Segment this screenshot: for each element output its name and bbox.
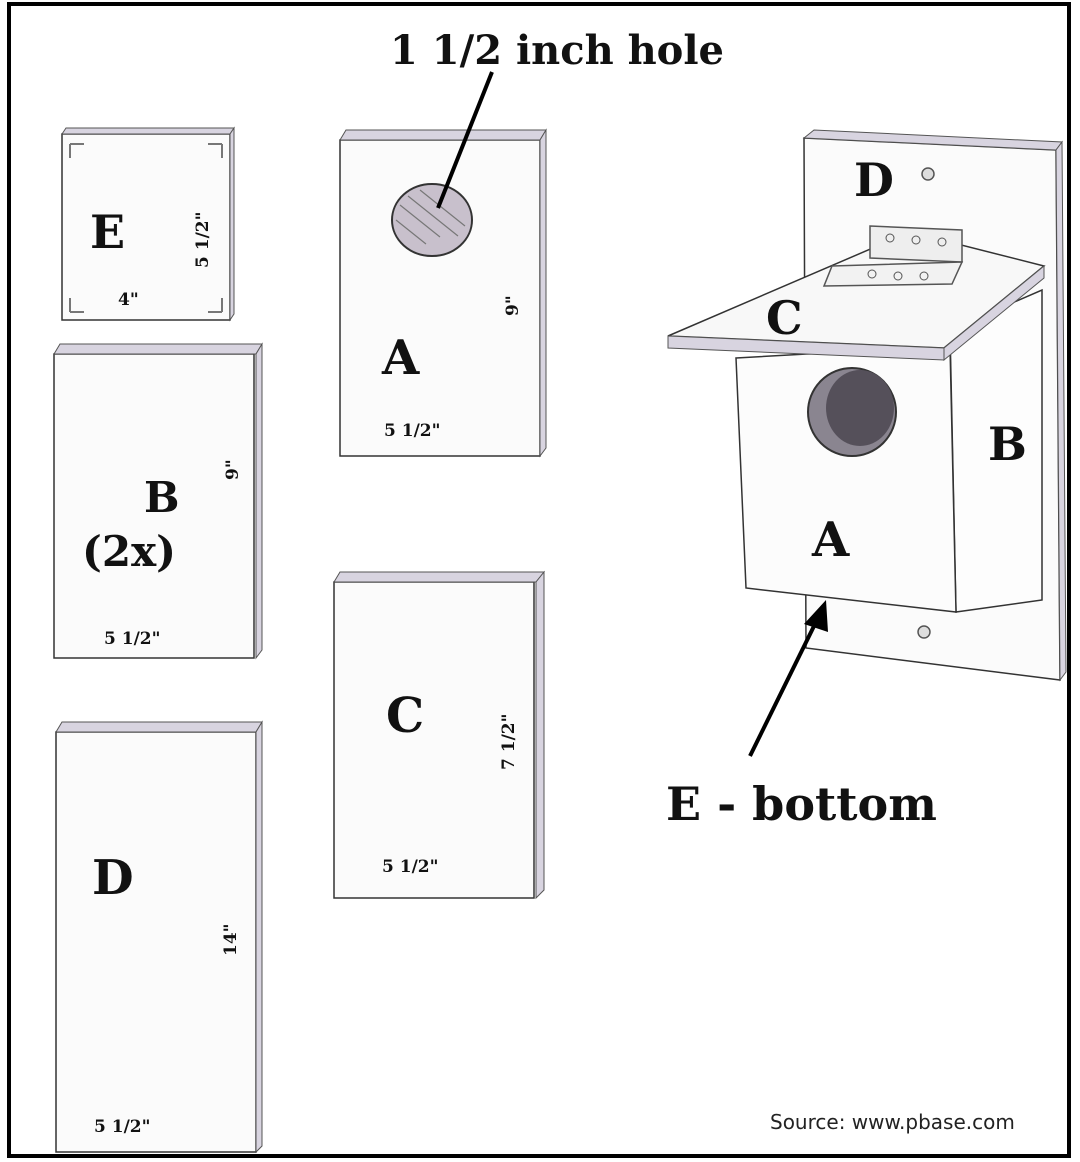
piece-a-letter: A: [381, 330, 420, 386]
entrance-hole-drawing: [391, 183, 473, 257]
bottom-pointer-arrowhead: [804, 600, 828, 632]
bottom-label: E - bottom: [666, 777, 937, 831]
assembly-label-a: A: [811, 512, 850, 568]
assembly-label-b: B: [988, 417, 1027, 471]
piece-c-letter: C: [386, 688, 424, 744]
hole-pointer-line: [436, 71, 494, 209]
piece-e-height: 5 1/2": [193, 212, 213, 268]
piece-e-letter: E: [90, 205, 125, 259]
piece-d-height: 14": [221, 923, 241, 956]
piece-b-letter: B: [144, 473, 180, 522]
piece-b-width: 5 1/2": [104, 629, 160, 649]
bottom-pointer-line: [748, 621, 818, 757]
piece-c: C 5 1/2" 7 1/2": [333, 570, 546, 900]
assembly-label-c: C: [766, 291, 803, 345]
piece-a-height: 9": [503, 295, 523, 316]
assembly-label-d: D: [854, 153, 894, 207]
hinge-drawing: [822, 225, 964, 287]
piece-a: A 5 1/2" 9": [339, 128, 547, 458]
piece-a-width: 5 1/2": [384, 421, 440, 441]
piece-d-letter: D: [92, 850, 134, 906]
piece-b-height: 9": [223, 459, 243, 480]
piece-c-height: 7 1/2": [499, 714, 519, 770]
piece-d-width: 5 1/2": [94, 1117, 150, 1137]
piece-c-width: 5 1/2": [382, 857, 438, 877]
outer-border: [7, 2, 1071, 1158]
piece-d: D 5 1/2" 14": [55, 720, 263, 1154]
piece-e-width: 4": [118, 290, 139, 310]
assembled-birdhouse: D C B A: [667, 129, 1067, 682]
hole-label: 1 1/2 inch hole: [390, 27, 724, 74]
source-credit: Source: www.pbase.com: [770, 1110, 1015, 1134]
piece-b-count: (2x): [82, 527, 176, 576]
piece-e: E 4" 5 1/2": [61, 126, 235, 322]
piece-b: B (2x) 5 1/2" 9": [53, 342, 263, 660]
